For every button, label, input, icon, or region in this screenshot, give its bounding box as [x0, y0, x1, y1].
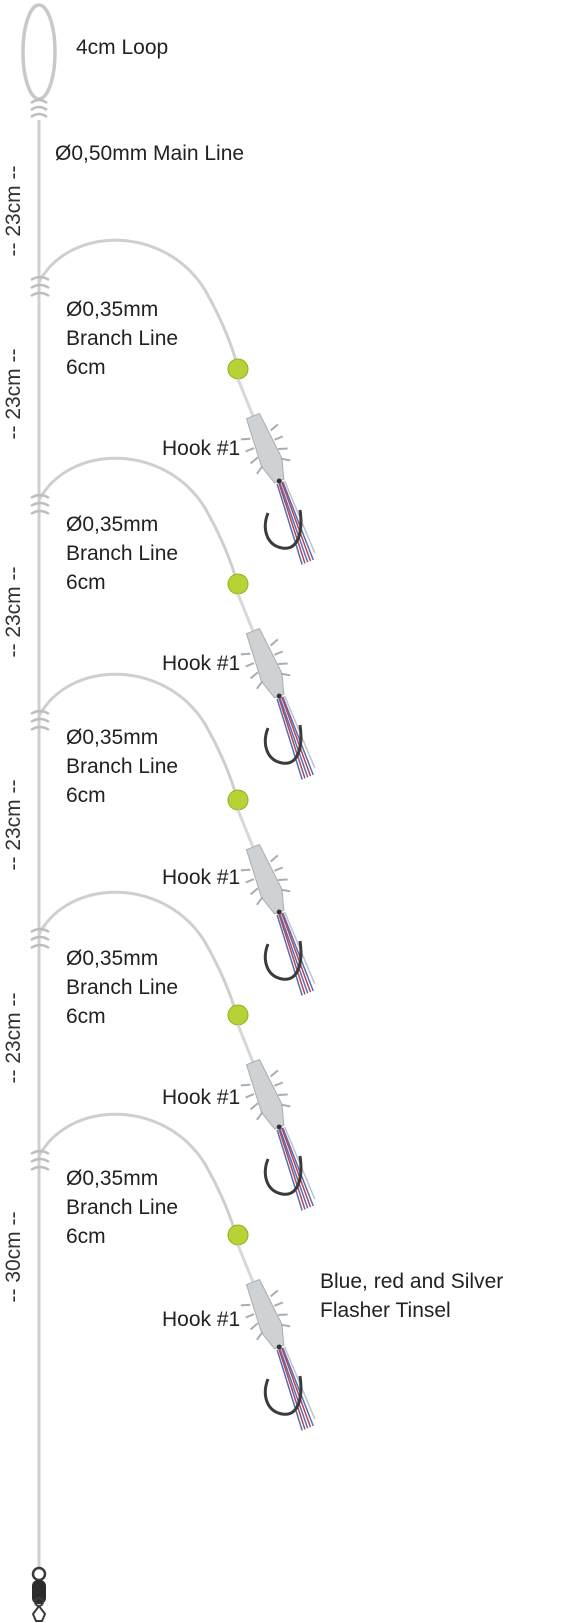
branch-line [37, 1112, 240, 1243]
branch-4: Ø0,35mm Branch Line 6cm Hook #1 [30, 890, 316, 1211]
branch-line-label: Branch Line [66, 976, 178, 999]
segment-label-5: -- 23cm -- [2, 993, 25, 1084]
branch-line-label: Branch Line [66, 1196, 178, 1219]
shrimp-lure-icon [236, 593, 316, 780]
hook-icon [263, 1375, 303, 1416]
branch-line-label: Ø0,35mm [66, 1167, 158, 1190]
snap-icon [31, 1604, 47, 1622]
bead-icon [227, 573, 249, 595]
bead-icon [227, 789, 249, 811]
branch-line-label: Ø0,35mm [66, 513, 158, 536]
segment-label-1: -- 23cm -- [2, 166, 25, 257]
bead-icon [227, 1224, 249, 1246]
hook-label: Hook #1 [162, 1308, 240, 1331]
branch-line-label: 6cm [66, 571, 106, 594]
loop-icon [21, 3, 57, 101]
branch-line-label: Ø0,35mm [66, 947, 158, 970]
shrimp-lure-icon [236, 809, 316, 996]
knot-icon [30, 275, 50, 298]
hook-label: Hook #1 [162, 866, 240, 889]
knot-icon [30, 98, 48, 119]
knot-icon [30, 1149, 50, 1172]
segment-label-3: -- 23cm -- [2, 567, 25, 658]
branch-line [37, 890, 240, 1021]
hook-icon [263, 940, 303, 981]
branch-line [37, 672, 240, 803]
tinsel-label: Flasher Tinsel [320, 1299, 451, 1322]
branch-line-label: 6cm [66, 784, 106, 807]
branch-line-label: Branch Line [66, 542, 178, 565]
shrimp-lure-icon [236, 378, 316, 565]
segment-label-4: -- 23cm -- [2, 780, 25, 871]
branch-line [37, 238, 240, 369]
branch-2: Ø0,35mm Branch Line 6cm Hook #1 [30, 456, 316, 780]
loop-label: 4cm Loop [76, 36, 168, 59]
hook-label: Hook #1 [162, 437, 240, 460]
branch-line-label: 6cm [66, 1005, 106, 1028]
branch-1: Ø0,35mm Branch Line 6cm Hook #1 [30, 238, 316, 565]
bead-icon [227, 1004, 249, 1026]
branch-line-label: Ø0,35mm [66, 726, 158, 749]
segment-label-2: -- 23cm -- [2, 349, 25, 440]
swivel-icon [31, 1566, 47, 1607]
shrimp-lure-icon [236, 1024, 316, 1211]
branch-line [37, 456, 240, 587]
bead-icon [227, 358, 249, 380]
hook-label: Hook #1 [162, 1086, 240, 1109]
segment-label-6: -- 30cm -- [2, 1212, 25, 1303]
branch-line-label: Branch Line [66, 327, 178, 350]
knot-icon [30, 927, 50, 950]
main-line-label: Ø0,50mm Main Line [55, 142, 244, 165]
hook-icon [263, 1155, 303, 1196]
branch-line-label: 6cm [66, 356, 106, 379]
branch-3: Ø0,35mm Branch Line 6cm Hook #1 [30, 672, 316, 996]
branch-5: Ø0,35mm Branch Line 6cm Hook #1 [30, 1112, 316, 1431]
tinsel-label: Blue, red and Silver [320, 1270, 503, 1293]
branch-line-label: Branch Line [66, 755, 178, 778]
hook-label: Hook #1 [162, 652, 240, 675]
hook-icon [263, 509, 303, 550]
branch-line-label: 6cm [66, 1225, 106, 1248]
hook-icon [263, 724, 303, 765]
branch-line-label: Ø0,35mm [66, 298, 158, 321]
shrimp-lure-icon [236, 1244, 316, 1431]
knot-icon [30, 709, 50, 732]
knot-icon [30, 493, 50, 516]
